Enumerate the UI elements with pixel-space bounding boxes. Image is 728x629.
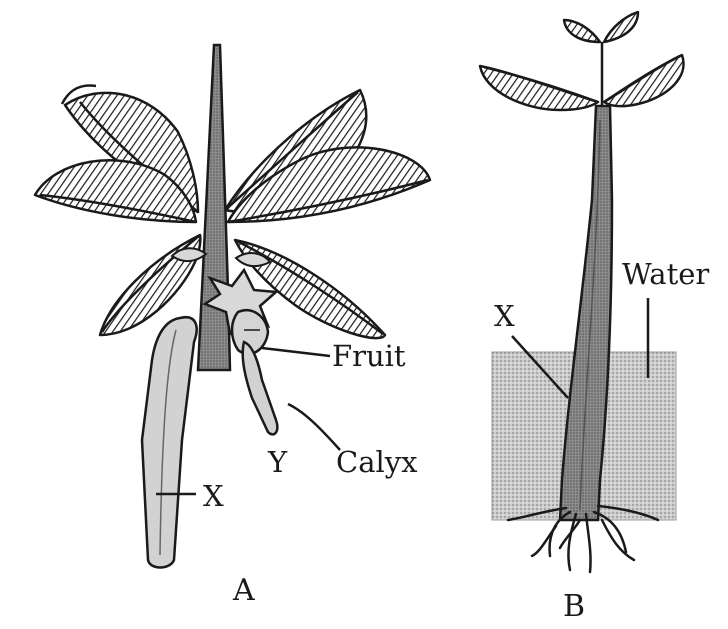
panel-a-label-fruit: Fruit (332, 339, 406, 373)
panel-b-label-water: Water (622, 257, 709, 291)
panel-a-label-x: X (203, 479, 224, 513)
panel-a-label-calyx: Calyx (336, 445, 418, 479)
panel-b-label-x: X (494, 299, 515, 333)
panel-a-stem (198, 45, 230, 370)
panel-a-structure-y (243, 342, 278, 434)
panel-b: Water X B (480, 12, 709, 624)
panel-a: Fruit Calyx Y X A (35, 45, 430, 608)
panel-a-propagule-x (142, 317, 197, 567)
panel-b-caption: B (563, 589, 585, 624)
panel-a-label-y: Y (267, 445, 288, 479)
panel-a-caption: A (232, 573, 255, 608)
panel-b-leaves (480, 12, 684, 110)
